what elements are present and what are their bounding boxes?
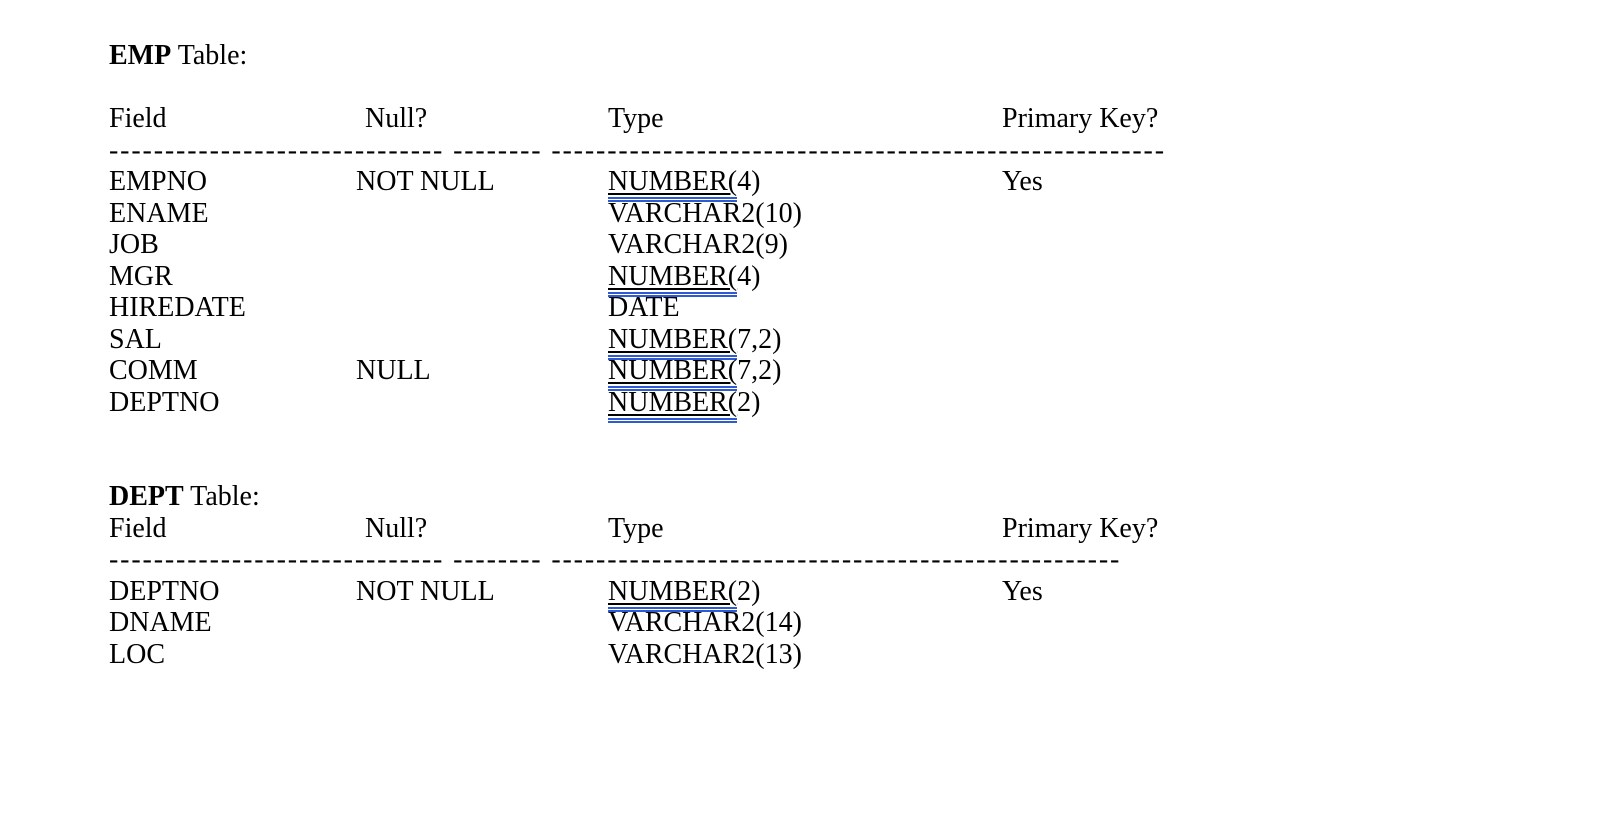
column-header-row: Field Null? Type Primary Key? — [109, 103, 1209, 135]
column-header-null: Null? — [365, 512, 428, 544]
table-row: SAL NUMBER(7,2) — [109, 323, 1209, 360]
schema-document: EMP Table: Field Null? Type Primary Key?… — [109, 40, 1209, 670]
data-type-cell: NUMBER(7,2) — [608, 355, 782, 391]
table-row: ENAME VARCHAR2(10) — [109, 198, 1209, 230]
table-row: DNAME VARCHAR2(14) — [109, 607, 1209, 639]
data-type-cell: VARCHAR2(10) — [608, 198, 802, 230]
primary-key-cell: Yes — [1002, 166, 1043, 197]
data-type-cell: NUMBER(2) — [608, 386, 761, 423]
data-type-cell: NUMBER(7,2) — [608, 323, 782, 360]
table-row: JOB VARCHAR2(9) — [109, 229, 1209, 261]
type-text: VARCHAR2(10) — [608, 197, 802, 229]
table-title: EMP Table: — [109, 40, 1209, 72]
column-header-field: Field — [109, 103, 167, 134]
table-row: EMPNO NOT NULL NUMBER(4) Yes — [109, 166, 1209, 202]
table-row: DEPTNO NOT NULL NUMBER(2) Yes — [109, 575, 1209, 612]
separator-dashes: ------------------------------ -------- … — [109, 544, 1122, 575]
type-text: 7,2) — [737, 355, 782, 386]
data-type-cell: VARCHAR2(9) — [608, 229, 788, 261]
column-header-null: Null? — [365, 103, 428, 134]
type-text: 2) — [737, 386, 761, 418]
field-name-cell: SAL — [109, 323, 162, 355]
field-name-cell: DNAME — [109, 607, 212, 638]
field-name-cell: ENAME — [109, 197, 209, 229]
table-row: DEPTNO NUMBER(2) — [109, 386, 1209, 423]
dept-table-section: DEPT Table: Field Null? Type Primary Key… — [109, 481, 1209, 670]
field-name-cell: HIREDATE — [109, 292, 246, 323]
underlined-type-text: NUMBER( — [608, 260, 738, 297]
type-text: 7,2) — [737, 323, 782, 355]
column-header-field: Field — [109, 512, 167, 544]
field-name-cell: LOC — [109, 638, 165, 670]
section-gap — [109, 418, 1209, 481]
field-name-cell: MGR — [109, 260, 173, 292]
data-type-cell: NUMBER(2) — [608, 575, 761, 612]
table-title-suffix: Table: — [171, 40, 248, 71]
data-type-cell: VARCHAR2(14) — [608, 607, 802, 639]
data-type-cell: NUMBER(4) — [608, 260, 761, 297]
blank-line — [109, 72, 1209, 104]
field-name-cell: EMPNO — [109, 166, 208, 197]
column-header-type: Type — [608, 512, 664, 544]
separator-line: ------------------------------ -------- … — [109, 135, 1209, 167]
underlined-type-text: NUMBER( — [608, 166, 738, 202]
field-name-cell: JOB — [109, 229, 159, 260]
type-text: DATE — [608, 292, 680, 323]
data-type-cell: DATE — [608, 292, 680, 324]
underlined-type-text: NUMBER( — [608, 575, 738, 612]
field-name-cell: DEPTNO — [109, 386, 220, 418]
table-row: COMM NULL NUMBER(7,2) — [109, 355, 1209, 391]
data-type-cell: VARCHAR2(13) — [608, 639, 802, 671]
separator-line: ------------------------------ -------- … — [109, 544, 1209, 576]
type-text: 2) — [737, 575, 761, 607]
primary-key-cell: Yes — [1002, 575, 1043, 607]
table-name: DEPT — [109, 481, 184, 512]
type-text: VARCHAR2(14) — [608, 607, 802, 638]
field-name-cell: DEPTNO — [109, 575, 220, 607]
table-title-suffix: Table: — [183, 481, 260, 512]
underlined-type-text: NUMBER( — [608, 386, 738, 423]
table-title: DEPT Table: — [109, 481, 1209, 513]
table-row: MGR NUMBER(4) — [109, 260, 1209, 297]
type-text: 4) — [737, 260, 761, 292]
null-constraint-cell: NULL — [356, 355, 431, 386]
table-name: EMP — [109, 40, 172, 71]
column-header-row: Field Null? Type Primary Key? — [109, 513, 1209, 545]
separator-dashes: ------------------------------ -------- … — [109, 134, 1166, 166]
field-name-cell: COMM — [109, 355, 198, 386]
column-header-type: Type — [608, 103, 664, 134]
emp-table-section: EMP Table: Field Null? Type Primary Key?… — [109, 40, 1209, 423]
type-text: 4) — [737, 166, 761, 197]
table-row: LOC VARCHAR2(13) — [109, 639, 1209, 671]
column-header-primary-key: Primary Key? — [1002, 103, 1159, 134]
type-text: VARCHAR2(9) — [608, 229, 788, 260]
underlined-type-text: NUMBER( — [608, 323, 738, 360]
data-type-cell: NUMBER(4) — [608, 166, 761, 202]
underlined-type-text: NUMBER( — [608, 355, 738, 391]
null-constraint-cell: NOT NULL — [356, 166, 495, 197]
type-text: VARCHAR2(13) — [608, 638, 802, 670]
column-header-primary-key: Primary Key? — [1002, 512, 1159, 544]
table-row: HIREDATE DATE — [109, 292, 1209, 324]
null-constraint-cell: NOT NULL — [356, 575, 495, 607]
